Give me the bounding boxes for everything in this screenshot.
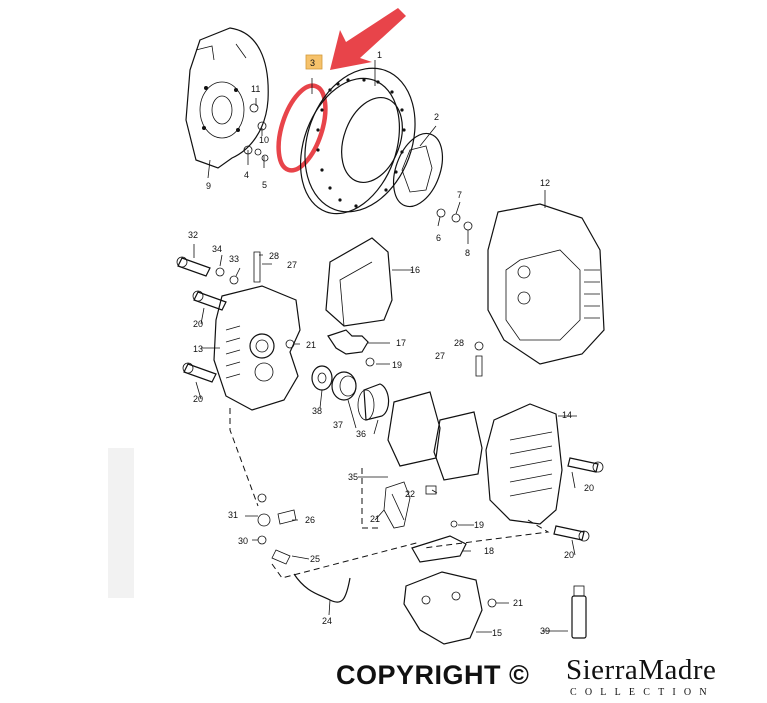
callout-22: 21 (370, 514, 380, 524)
callout-17: 17 (396, 338, 406, 348)
callout-15: 15 (492, 628, 502, 638)
grease-tube-part-39 (571, 585, 587, 639)
callout-8: 8 (465, 248, 470, 258)
callout-2: 2 (434, 112, 439, 122)
callout-12: 12 (540, 178, 550, 188)
brake-rotor-part (299, 67, 416, 215)
pad-part-16 (325, 237, 393, 327)
callout-4: 4 (244, 170, 249, 180)
callout-32: 32 (188, 230, 198, 240)
callout-34: 34 (212, 244, 222, 254)
callout-29b: 28 (454, 338, 464, 348)
callout-16: 16 (410, 265, 420, 275)
brand-logo: SierraMadre (566, 654, 717, 686)
callout-28: 27 (287, 260, 297, 270)
footer: COPYRIGHT © SierraMadre COLLECTION (0, 652, 767, 703)
callout-35: 35 (348, 472, 358, 482)
bracket-part-15-18 (403, 535, 483, 645)
callout-11: 11 (251, 84, 260, 94)
screw-part-19 (365, 357, 375, 367)
washer-part-21b (487, 598, 497, 608)
left-bolts-parts (176, 251, 261, 383)
callout-38: 38 (312, 406, 322, 416)
screw-part-19b (450, 520, 458, 528)
callout-19b: 19 (474, 520, 484, 530)
callout-33: 33 (229, 254, 239, 264)
callout-20a: 20 (193, 319, 203, 329)
highlighted-ring-part (276, 83, 328, 173)
caliper-part-13 (213, 285, 301, 411)
leader-lines (193, 60, 577, 633)
bolt-nut-parts-6-8 (436, 208, 473, 231)
callout-20c: 20 (584, 483, 594, 493)
callout-14: 14 (562, 410, 572, 420)
callout-20d: 20 (564, 550, 574, 560)
callout-7: 7 (457, 190, 462, 200)
callout-23: 22 (405, 489, 415, 499)
callout-labels: 3 1 2 11 10 4 5 9 12 7 6 8 16 17 19 21 3… (188, 50, 594, 638)
callout-28b: 27 (435, 351, 445, 361)
callout-3-highlight (305, 54, 323, 70)
assembly-dashed-lines (229, 408, 550, 579)
callout-6: 6 (436, 233, 441, 243)
copyright-text: COPYRIGHT © (336, 660, 530, 690)
callout-3: 3 (310, 58, 315, 68)
callout-30: 30 (238, 536, 248, 546)
red-arrow (330, 8, 406, 70)
bleeder-part-28-29 (474, 341, 484, 377)
callout-24: 24 (322, 616, 332, 626)
brake-line-parts (257, 493, 351, 603)
piston-seal-parts (311, 365, 390, 421)
edge-shadow (108, 448, 134, 598)
clip-part-17 (327, 329, 369, 355)
callout-29: 28 (269, 251, 279, 261)
brand-subtitle: COLLECTION (570, 687, 715, 698)
brake-pads-part-35-36 (387, 391, 483, 481)
callout-21: 21 (306, 340, 316, 350)
callout-9: 9 (206, 181, 211, 191)
callout-19: 19 (392, 360, 402, 370)
callout-37: 37 (333, 420, 343, 430)
callout-20b: 20 (193, 394, 203, 404)
callout-18: 18 (484, 546, 494, 556)
callout-39: 39 (540, 626, 550, 636)
caliper-assembly-part-12 (487, 203, 605, 365)
washer-part-21 (285, 339, 295, 349)
caliper-part-14 (485, 403, 604, 542)
callout-31: 31 (228, 510, 238, 520)
callout-13: 13 (193, 344, 203, 354)
callout-36: 36 (356, 429, 366, 439)
callout-26: 25 (310, 554, 320, 564)
callout-27: 26 (305, 515, 315, 525)
callout-21b: 21 (513, 598, 523, 608)
callout-10: 10 (259, 135, 269, 145)
callout-5: 5 (262, 180, 267, 190)
rotor-hat-part (392, 132, 444, 208)
dust-shield-part (185, 27, 269, 169)
callout-1: 1 (377, 50, 382, 60)
